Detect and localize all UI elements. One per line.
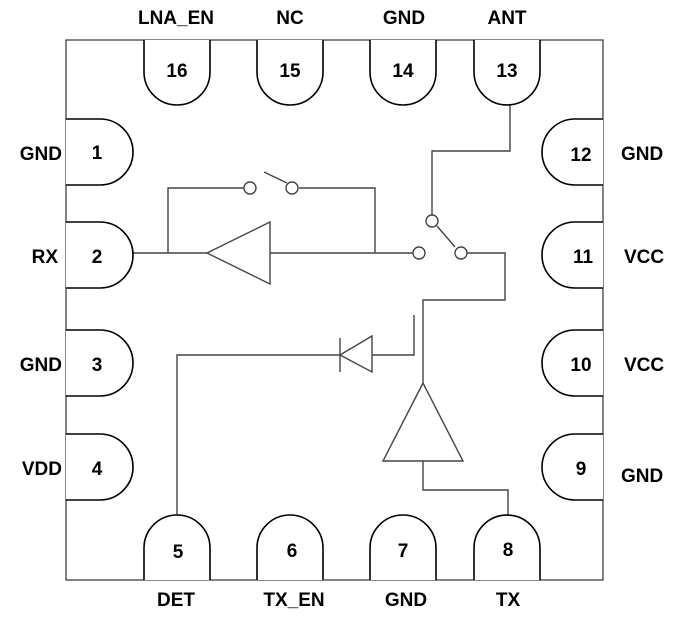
bypass-wire-right [299, 187, 376, 253]
pin-label: GND [383, 8, 425, 29]
pin-number: 12 [570, 145, 591, 166]
bypass-switch-contact-right [285, 181, 299, 195]
pin-label: DET [157, 590, 195, 611]
pin-label: TX_EN [263, 590, 324, 611]
bypass-switch-contact-left [243, 181, 257, 195]
pin-10-pad [541, 329, 603, 397]
pin-8-pad [473, 514, 541, 580]
det-wire [176, 354, 340, 515]
antenna-switch-rx-contact [412, 246, 426, 260]
pin-11-pad [541, 221, 603, 289]
pin-label: VCC [624, 247, 664, 268]
pin-14-pad [369, 40, 437, 106]
pa-output-wire [422, 252, 506, 383]
pin-2-pad [66, 221, 134, 289]
pin-12-pad [541, 118, 603, 186]
pin-number: 16 [166, 61, 187, 82]
pin-1-pad [66, 118, 134, 186]
pin-number: 2 [92, 247, 103, 268]
pin-4-pad [66, 433, 134, 501]
antenna-switch-blade [436, 225, 456, 248]
pin-number: 15 [279, 61, 301, 82]
pin-6-pad [256, 514, 324, 580]
antenna-wire [431, 105, 511, 215]
pin-number: 13 [496, 61, 517, 82]
pin-label: GND [621, 466, 663, 487]
pin-label: GND [621, 144, 663, 165]
antenna-switch-common-contact [425, 214, 439, 228]
pin-label: VDD [22, 459, 62, 480]
pin-5-pad [143, 514, 211, 580]
detector-diode [338, 334, 373, 374]
pin-label: NC [276, 8, 304, 29]
pin-number: 1 [92, 143, 103, 164]
pin-label: LNA_EN [138, 8, 214, 29]
pin-label: GND [385, 590, 427, 611]
pin-number: 11 [573, 247, 594, 268]
pin-9-pad [541, 433, 603, 501]
pin-number: 8 [503, 540, 514, 561]
pin-label: GND [20, 144, 62, 165]
bypass-switch-blade [263, 171, 288, 184]
pin-number: 3 [92, 355, 103, 376]
pin-number: 10 [570, 355, 591, 376]
top-pins [143, 40, 541, 106]
pin-13-pad [473, 40, 541, 106]
pin-label: VCC [624, 355, 664, 376]
left-pins [66, 118, 134, 501]
right-pins [541, 118, 603, 501]
pin-label: ANT [487, 8, 526, 29]
pin-label: GND [20, 355, 62, 376]
pin-label: RX [32, 247, 59, 268]
detector-input-wire [372, 315, 415, 356]
bottom-pins [143, 514, 541, 580]
pin-label: TX [496, 590, 521, 611]
pin-7-pad [369, 514, 437, 580]
pin-number: 6 [287, 541, 298, 562]
pin-15-pad [256, 40, 324, 106]
internal-circuit [133, 105, 511, 515]
tx-wire [422, 461, 509, 515]
pin-number: 5 [173, 542, 184, 563]
pin-number: 7 [398, 541, 409, 562]
package-outline [65, 39, 604, 581]
pin-3-pad [66, 329, 134, 397]
bypass-wire-left [167, 187, 245, 253]
pin-number: 4 [92, 459, 103, 480]
pin-number: 14 [392, 61, 414, 82]
pin-16-pad [143, 40, 211, 106]
antenna-switch-tx-contact [454, 246, 468, 260]
pin-number: 9 [576, 459, 587, 480]
